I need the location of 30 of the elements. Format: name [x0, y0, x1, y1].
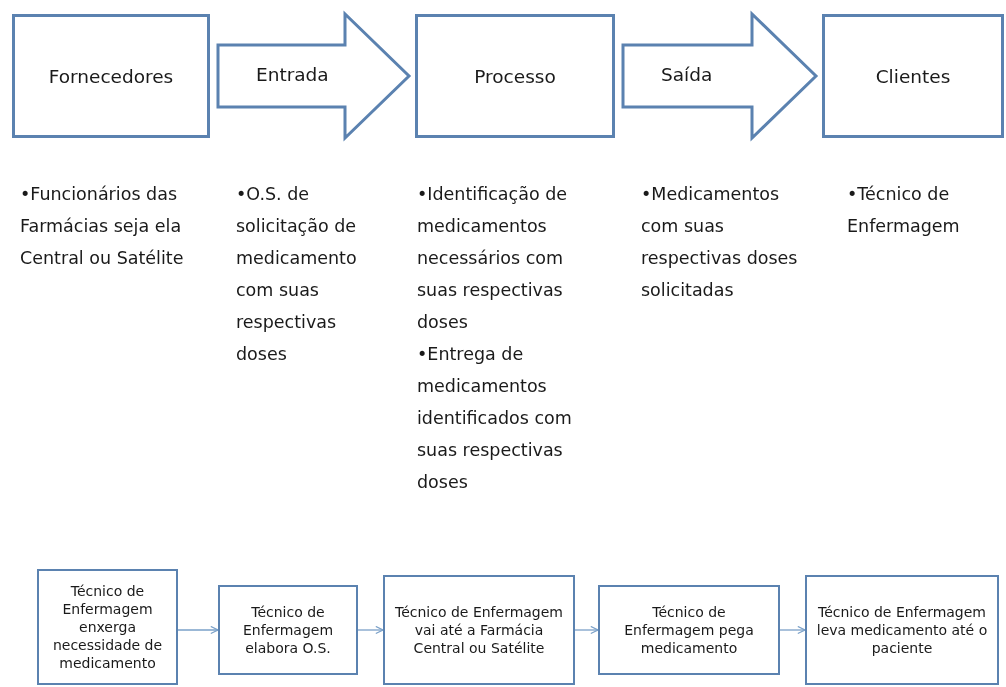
node-label: Fornecedores — [48, 65, 174, 87]
node-label: Clientes — [875, 65, 951, 87]
block-arrow — [621, 10, 819, 142]
step-box — [37, 569, 178, 685]
bullet-text: •Funcionários das Farmácias seja ela Central ou Satélite — [20, 183, 185, 270]
node-label: Processo — [474, 65, 556, 87]
node-label: Técnico de Enfermagem enxerga necessidade de medicamento — [51, 581, 164, 673]
edge-label: Saída — [661, 64, 713, 85]
step-box — [805, 575, 999, 685]
node-label: Técnico de Enfermagem leva medicamento até o paciente — [815, 602, 989, 658]
arrow — [574, 625, 599, 635]
arrow — [357, 625, 384, 635]
node-label: Técnico de Enfermagem vai até a Farmácia Central ou Satélite — [393, 602, 564, 658]
bullet-text: •Entrega de medicamentos identificados com suas respectivas doses — [417, 343, 573, 494]
process-box — [12, 14, 210, 138]
process-box — [822, 14, 1004, 138]
step-box — [598, 585, 780, 675]
block-arrow — [216, 10, 412, 142]
arrow — [779, 625, 806, 635]
bullet-text: •O.S. de solicitação de medicamento com suas respectivas doses — [236, 183, 358, 366]
process-box — [415, 14, 615, 138]
node-label: Técnico de Enfermagem elabora O.S. — [241, 602, 335, 658]
bullet-text: •Medicamentos com suas respectivas doses solicitadas — [641, 183, 799, 302]
edge-label: Entrada — [256, 64, 329, 85]
node-label: Técnico de Enfermagem pega medicamento — [623, 602, 755, 658]
step-box — [218, 585, 358, 675]
step-box — [383, 575, 575, 685]
bullet-text: •Técnico de Enfermagem — [847, 183, 961, 238]
bullet-text: •Identificação de medicamentos necessários com suas respectivas doses — [417, 183, 569, 334]
arrow — [177, 625, 219, 635]
